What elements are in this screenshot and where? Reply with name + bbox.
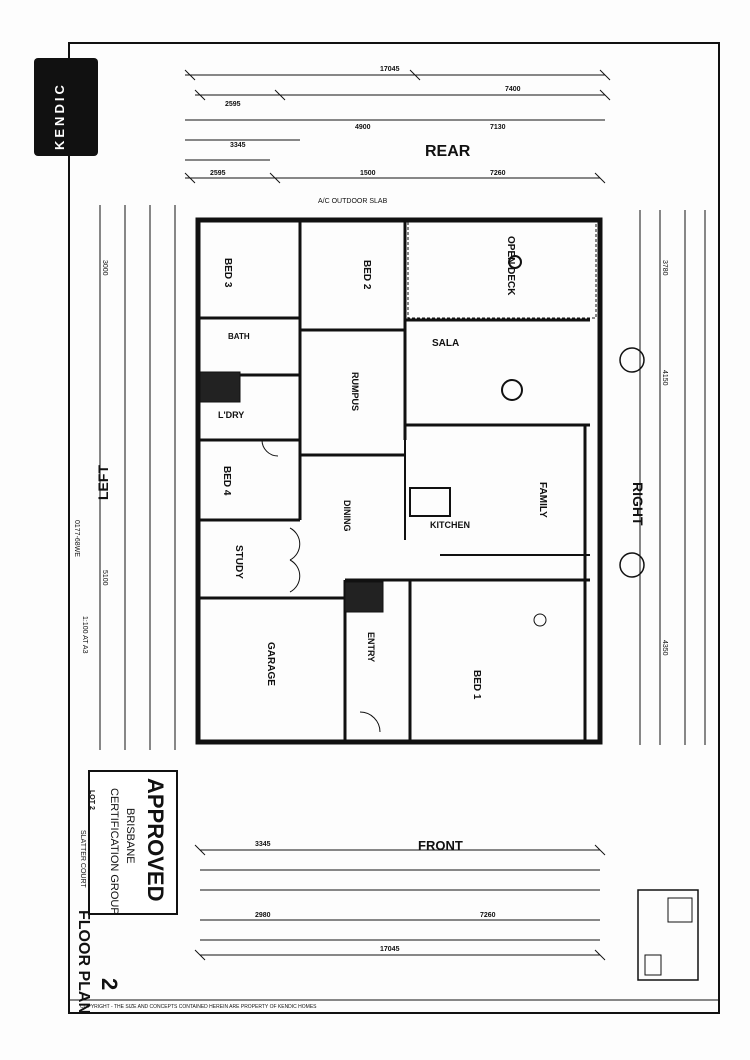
dim-right-b: 4150	[661, 370, 668, 386]
label-left: LEFT	[95, 465, 111, 500]
dim-rear-d: 2595	[225, 101, 241, 108]
dim-rear-g: 1500	[360, 170, 376, 177]
approval-stamp	[88, 770, 178, 915]
room-ldry: L'DRY	[218, 410, 245, 420]
stamp-approved: APPROVED	[143, 778, 168, 902]
room-bed2: BED 2	[361, 260, 372, 290]
dim-front-c: 2980	[255, 912, 271, 919]
dim-rear-f: 3345	[230, 142, 246, 149]
title-block-address: SLATTER COURT	[79, 830, 86, 888]
dim-rear-b: 7130	[490, 124, 506, 131]
dim-rear-h: 2595	[210, 170, 226, 177]
dim-right-c: 4350	[661, 640, 668, 656]
dim-rear-overall: 17045	[380, 66, 400, 73]
label-rear: REAR	[425, 143, 471, 160]
room-sala: SALA	[432, 338, 460, 349]
dim-left-b: 5100	[101, 570, 108, 586]
sheet-border	[68, 42, 720, 1014]
dim-rear-e: 4900	[355, 124, 371, 131]
room-garage: GARAGE	[265, 642, 276, 686]
sheet-number: 2	[97, 978, 122, 991]
sheet-title: FLOOR PLAN	[75, 910, 92, 1014]
label-front: FRONT	[418, 838, 463, 853]
stamp-line2: CERTIFICATION GROUP	[108, 788, 120, 915]
dim-left-a: 3000	[101, 260, 108, 276]
room-rumpus: RUMPUS	[350, 372, 360, 412]
room-bed4: BED 4	[221, 466, 232, 496]
room-entry: ENTRY	[366, 632, 376, 663]
room-bed1: BED 1	[471, 670, 482, 700]
dim-rear-a: 7400	[505, 86, 521, 93]
room-dining: DINING	[342, 500, 352, 532]
dim-rear-c: 7260	[490, 170, 506, 177]
title-block-job-no: 0177-68WE	[73, 520, 80, 557]
room-study: STUDY	[233, 545, 244, 579]
stamp-line1: BRISBANE	[124, 808, 136, 864]
copyright-note: COPYRIGHT - THE SIZE AND CONCEPTS CONTAI…	[80, 1004, 317, 1010]
room-family: FAMILY	[537, 482, 548, 518]
dim-front-overall: 17045	[380, 946, 400, 953]
note-outdoor-slab: A/C OUTDOOR SLAB	[318, 198, 388, 205]
dim-front-b: 7260	[480, 912, 496, 919]
kendic-logo	[34, 58, 98, 156]
dim-front-a: 3345	[255, 841, 271, 848]
label-right: RIGHT	[630, 482, 646, 526]
room-bath: BATH	[228, 332, 250, 341]
sheet-scale: 1:100 AT A3	[81, 616, 88, 654]
room-open-deck: OPEN DECK	[505, 236, 516, 296]
room-kitchen: KITCHEN	[430, 520, 470, 530]
dim-right-a: 3780	[661, 260, 668, 276]
external-walls	[195, 217, 603, 745]
title-block-client: LOT 2	[88, 790, 95, 810]
room-bed3: BED 3	[222, 258, 233, 288]
